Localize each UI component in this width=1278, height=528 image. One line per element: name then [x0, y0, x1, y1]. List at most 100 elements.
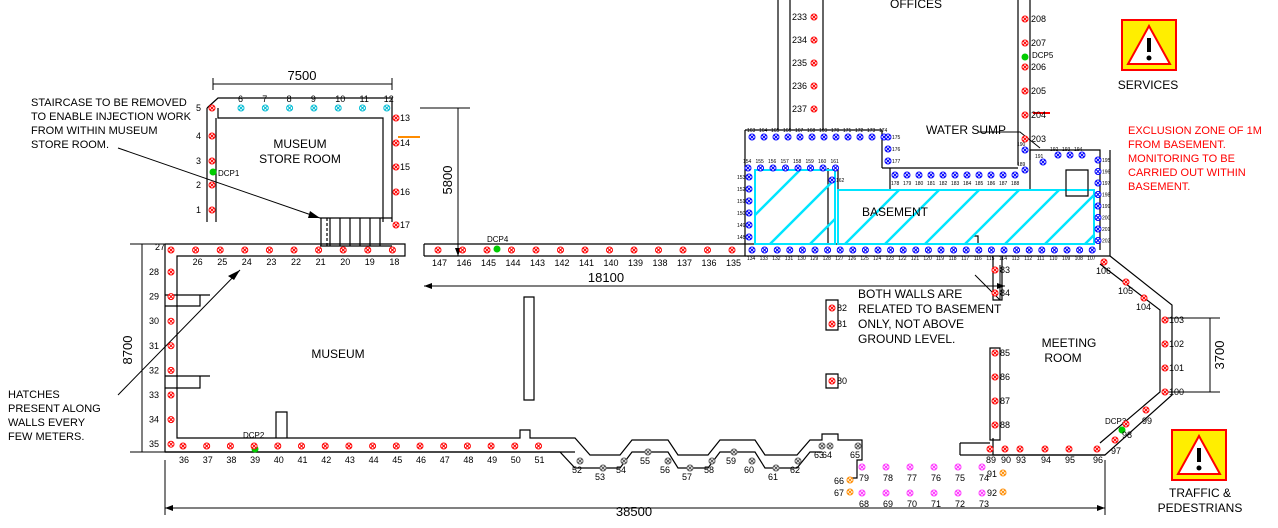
- point-label: 105: [1118, 286, 1133, 296]
- store-room-label-1: MUSEUM: [273, 137, 326, 151]
- monitoring-point-177: 177: [884, 157, 901, 165]
- monitoring-point-192: 192: [1050, 147, 1062, 159]
- monitoring-point-77: 77: [906, 463, 917, 483]
- point-label: 117: [961, 256, 969, 262]
- point-label: 66: [834, 476, 844, 486]
- monitoring-point-187: 187: [999, 171, 1008, 187]
- monitoring-point-11: 11: [359, 94, 369, 112]
- point-label: 146: [457, 258, 472, 268]
- point-label: 61: [768, 472, 778, 482]
- monitoring-point-51: 51: [535, 442, 545, 465]
- point-label: 153: [737, 175, 746, 181]
- point-label: 94: [1041, 455, 1051, 465]
- point-label: 130: [797, 256, 806, 262]
- point-label: 41: [298, 455, 308, 465]
- point-label: 134: [747, 256, 756, 262]
- monitoring-point-145: 145: [481, 246, 496, 268]
- dcp4-marker: [493, 245, 501, 253]
- point-label: 171: [843, 128, 852, 134]
- point-label: 127: [835, 256, 844, 262]
- point-label: 98: [1122, 430, 1132, 440]
- monitoring-point-154: 154: [743, 159, 752, 172]
- point-label: 163: [747, 128, 756, 134]
- point-label: 108: [1075, 256, 1084, 262]
- monitoring-point-47: 47: [440, 442, 450, 465]
- point-label: 10: [335, 94, 345, 104]
- point-label: 74: [979, 473, 989, 483]
- point-label: 182: [939, 181, 948, 187]
- monitoring-point-160: 160: [818, 159, 827, 172]
- point-label: 67: [834, 488, 844, 498]
- point-label: 132: [772, 256, 781, 262]
- monitoring-point-60: 60: [744, 457, 756, 475]
- monitoring-point-81: 81: [828, 319, 847, 329]
- monitoring-point-143: 143: [530, 246, 545, 268]
- monitoring-point-34: 34: [149, 415, 175, 425]
- monitoring-point-109: 109: [1062, 246, 1071, 262]
- point-label: 28: [149, 267, 159, 277]
- monitoring-point-68: 68: [858, 489, 869, 509]
- point-label: 79: [859, 473, 869, 483]
- monitoring-point-196: 196: [1094, 168, 1111, 176]
- monitoring-point-195: 195: [1094, 156, 1111, 164]
- point-label: 90: [1001, 455, 1011, 465]
- monitoring-point-142: 142: [555, 246, 570, 268]
- point-label: 196: [1102, 170, 1111, 176]
- monitoring-point-166: 166: [783, 128, 792, 141]
- point-label: 57: [682, 472, 692, 482]
- monitoring-point-93: 93: [1016, 445, 1026, 465]
- monitoring-point-180: 180: [915, 171, 924, 187]
- point-label: 109: [1062, 256, 1071, 262]
- point-label: 15: [400, 162, 410, 172]
- staircase-note-3: FROM WITHIN MUSEUM: [31, 125, 157, 137]
- point-label: 26: [193, 257, 203, 267]
- point-label: 78: [883, 473, 893, 483]
- point-label: 151: [737, 199, 746, 205]
- point-label: 45: [392, 455, 402, 465]
- monitoring-point-39: 39: [250, 442, 260, 465]
- point-label: 89: [986, 455, 996, 465]
- dcp5-marker: [1021, 53, 1029, 61]
- point-label: 166: [783, 128, 792, 134]
- point-label: 12: [384, 94, 394, 104]
- monitoring-point-40: 40: [274, 442, 284, 465]
- monitoring-point-37: 37: [203, 442, 213, 465]
- point-label: 155: [756, 159, 765, 165]
- point-label: 62: [790, 465, 800, 475]
- point-label: 140: [604, 258, 619, 268]
- point-label: 168: [807, 128, 816, 134]
- point-label: 87: [1000, 396, 1010, 406]
- point-label: 7: [262, 94, 267, 104]
- point-label: 122: [898, 256, 907, 262]
- point-label: 136: [702, 258, 717, 268]
- point-label: 193: [1062, 147, 1071, 153]
- monitoring-point-183: 183: [951, 171, 960, 187]
- point-label: 75: [955, 473, 965, 483]
- point-label: 111: [1037, 256, 1045, 262]
- point-label: 71: [931, 499, 941, 509]
- point-label: 129: [810, 256, 819, 262]
- monitoring-point-13: 13: [392, 113, 410, 123]
- point-label: 51: [535, 455, 545, 465]
- point-label: 192: [1050, 147, 1059, 153]
- monitoring-point-14: 14: [392, 138, 410, 148]
- meeting-label-1: MEETING: [1042, 336, 1097, 350]
- monitoring-point-102: 102: [1161, 339, 1184, 349]
- monitoring-point-59: 59: [726, 448, 738, 466]
- point-label: 29: [149, 292, 159, 302]
- point-label: 183: [951, 181, 960, 187]
- monitoring-point-133: 133: [760, 246, 768, 262]
- point-label: 208: [1031, 14, 1046, 24]
- monitoring-point-159: 159: [806, 159, 814, 172]
- monitoring-point-38: 38: [226, 442, 236, 465]
- monitoring-point-22: 22: [290, 246, 301, 267]
- point-label: 106: [1096, 266, 1111, 276]
- monitoring-point-55: 55: [640, 448, 652, 466]
- point-label: 187: [999, 181, 1008, 187]
- point-label: 72: [955, 499, 965, 509]
- monitoring-point-171: 171: [843, 128, 852, 141]
- staircase-note-4: STORE ROOM.: [31, 139, 109, 151]
- monitoring-point-104: 104: [1136, 294, 1151, 312]
- point-label: 23: [266, 257, 276, 267]
